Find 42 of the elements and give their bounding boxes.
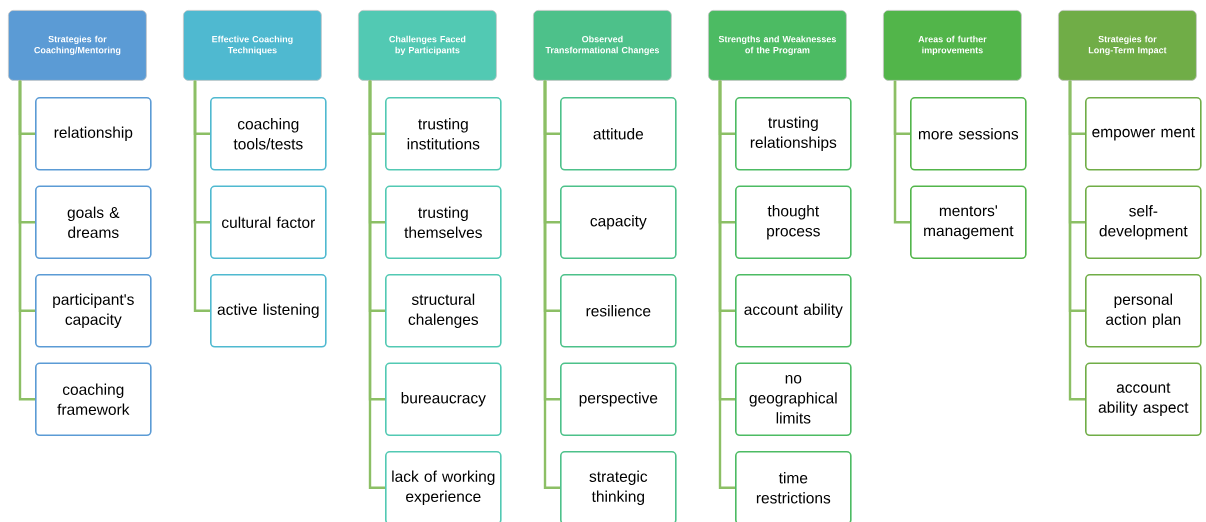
header-box: Areas of further improvements — [883, 10, 1022, 81]
header-box: Strengths and Weaknesses of the Program — [708, 10, 847, 81]
topic-box: participant's capacity — [35, 274, 152, 348]
topic-box: active listening — [210, 274, 327, 348]
topic-box: trusting themselves — [385, 185, 502, 260]
topic-box: mentors' management — [910, 185, 1027, 260]
topic-box: more sessions — [910, 97, 1027, 171]
topic-box: coaching framework — [35, 362, 152, 437]
topic-box: resilience — [560, 274, 677, 348]
topic-box: bureaucracy — [385, 362, 502, 437]
topic-box: coaching tools/tests — [210, 97, 327, 171]
header-box: Effective Coaching Techniques — [183, 10, 322, 81]
topic-box: structural chalenges — [385, 274, 502, 348]
connector-line — [18, 80, 35, 401]
connector-line — [718, 80, 735, 489]
topic-box: no geographical limits — [735, 362, 852, 437]
topic-box: account ability — [735, 274, 852, 348]
topic-box: perspective — [560, 362, 677, 437]
connector-line — [193, 80, 210, 312]
connector-line — [368, 80, 385, 489]
topic-box: relationship — [35, 97, 152, 171]
connector-line — [543, 80, 560, 489]
topic-box: thought process — [735, 185, 852, 260]
topic-box: time restrictions — [735, 451, 852, 522]
header-box: Strategies for Long-Term Impact — [1058, 10, 1197, 81]
topic-box: lack of working experience — [385, 451, 502, 522]
topic-box: trusting institutions — [385, 97, 502, 171]
header-box: Observed Transformational Changes — [533, 10, 672, 81]
topic-box: trusting relationships — [735, 97, 852, 171]
topic-box: capacity — [560, 185, 677, 260]
connector-line — [893, 80, 910, 224]
topic-box: strategic thinking — [560, 451, 677, 522]
header-box: Challenges Faced by Participants — [358, 10, 497, 81]
topic-box: attitude — [560, 97, 677, 171]
header-box: Strategies for Coaching/Mentoring — [8, 10, 147, 81]
topic-box: personal action plan — [1085, 274, 1202, 348]
connector-line — [1068, 80, 1085, 401]
topic-box: cultural factor — [210, 185, 327, 260]
topic-box: account ability aspect — [1085, 362, 1202, 437]
topic-box: empower ment — [1085, 97, 1202, 171]
topic-box: goals & dreams — [35, 185, 152, 260]
topic-box: self-development — [1085, 185, 1202, 260]
